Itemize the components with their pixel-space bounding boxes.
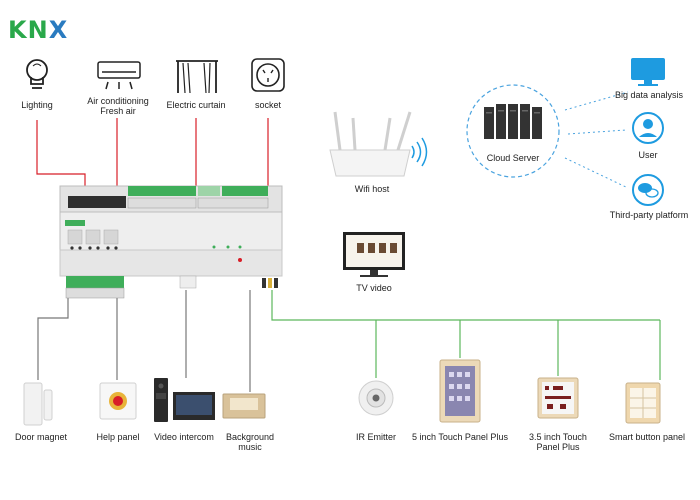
knx-logo: KNX xyxy=(8,16,69,44)
label-tv-video: TV video xyxy=(356,283,392,293)
touch-panel-5inch-icon xyxy=(439,359,481,423)
socket-icon xyxy=(251,58,285,92)
label-lighting: Lighting xyxy=(21,100,53,110)
red-wires xyxy=(36,118,269,196)
lightbulb-icon xyxy=(26,59,48,89)
label-electric-curtain: Electric curtain xyxy=(166,100,226,110)
label-smart-button-panel: Smart button panel xyxy=(608,432,686,442)
gray-wires xyxy=(37,290,251,392)
air-conditioner-icon xyxy=(97,61,141,90)
tv-icon xyxy=(343,232,405,277)
label-user: User xyxy=(638,150,658,160)
label-socket: socket xyxy=(254,100,281,110)
label-video-intercom: Video intercom xyxy=(154,432,214,442)
label-ir-emitter: IR Emitter xyxy=(355,432,396,442)
background-music-icon xyxy=(222,393,266,419)
wechat-icon xyxy=(632,174,664,206)
label-wifi-host: Wifi host xyxy=(354,184,390,194)
smart-button-panel-icon xyxy=(625,382,661,424)
bus-main xyxy=(271,290,660,321)
monitor-icon xyxy=(631,58,665,86)
label-door-magnet: Door magnet xyxy=(14,432,68,442)
label-5inch-touch-panel: 5 inch Touch Panel Plus xyxy=(412,432,508,442)
curtain-icon xyxy=(176,60,218,94)
label-cloud-server: Cloud Server xyxy=(486,153,540,163)
help-panel-icon xyxy=(99,382,137,420)
cloud-server-icon xyxy=(466,84,560,178)
user-icon xyxy=(632,112,664,144)
cloud-dashes xyxy=(564,91,629,189)
green-bus xyxy=(271,290,661,380)
touch-panel-35inch-icon xyxy=(537,377,579,419)
label-help-panel: Help panel xyxy=(96,432,140,442)
wire-lighting xyxy=(36,120,86,196)
door-magnet-icon xyxy=(23,382,53,426)
label-third-party-platform: Third-party platform xyxy=(609,210,689,220)
video-intercom-icon xyxy=(154,378,215,422)
knx-controller xyxy=(59,185,283,299)
ir-emitter-icon xyxy=(358,380,394,416)
wire-door-magnet xyxy=(37,298,69,380)
wifi-router-icon xyxy=(329,111,428,177)
label-big-data-analysis: Big data analysis xyxy=(614,90,684,100)
